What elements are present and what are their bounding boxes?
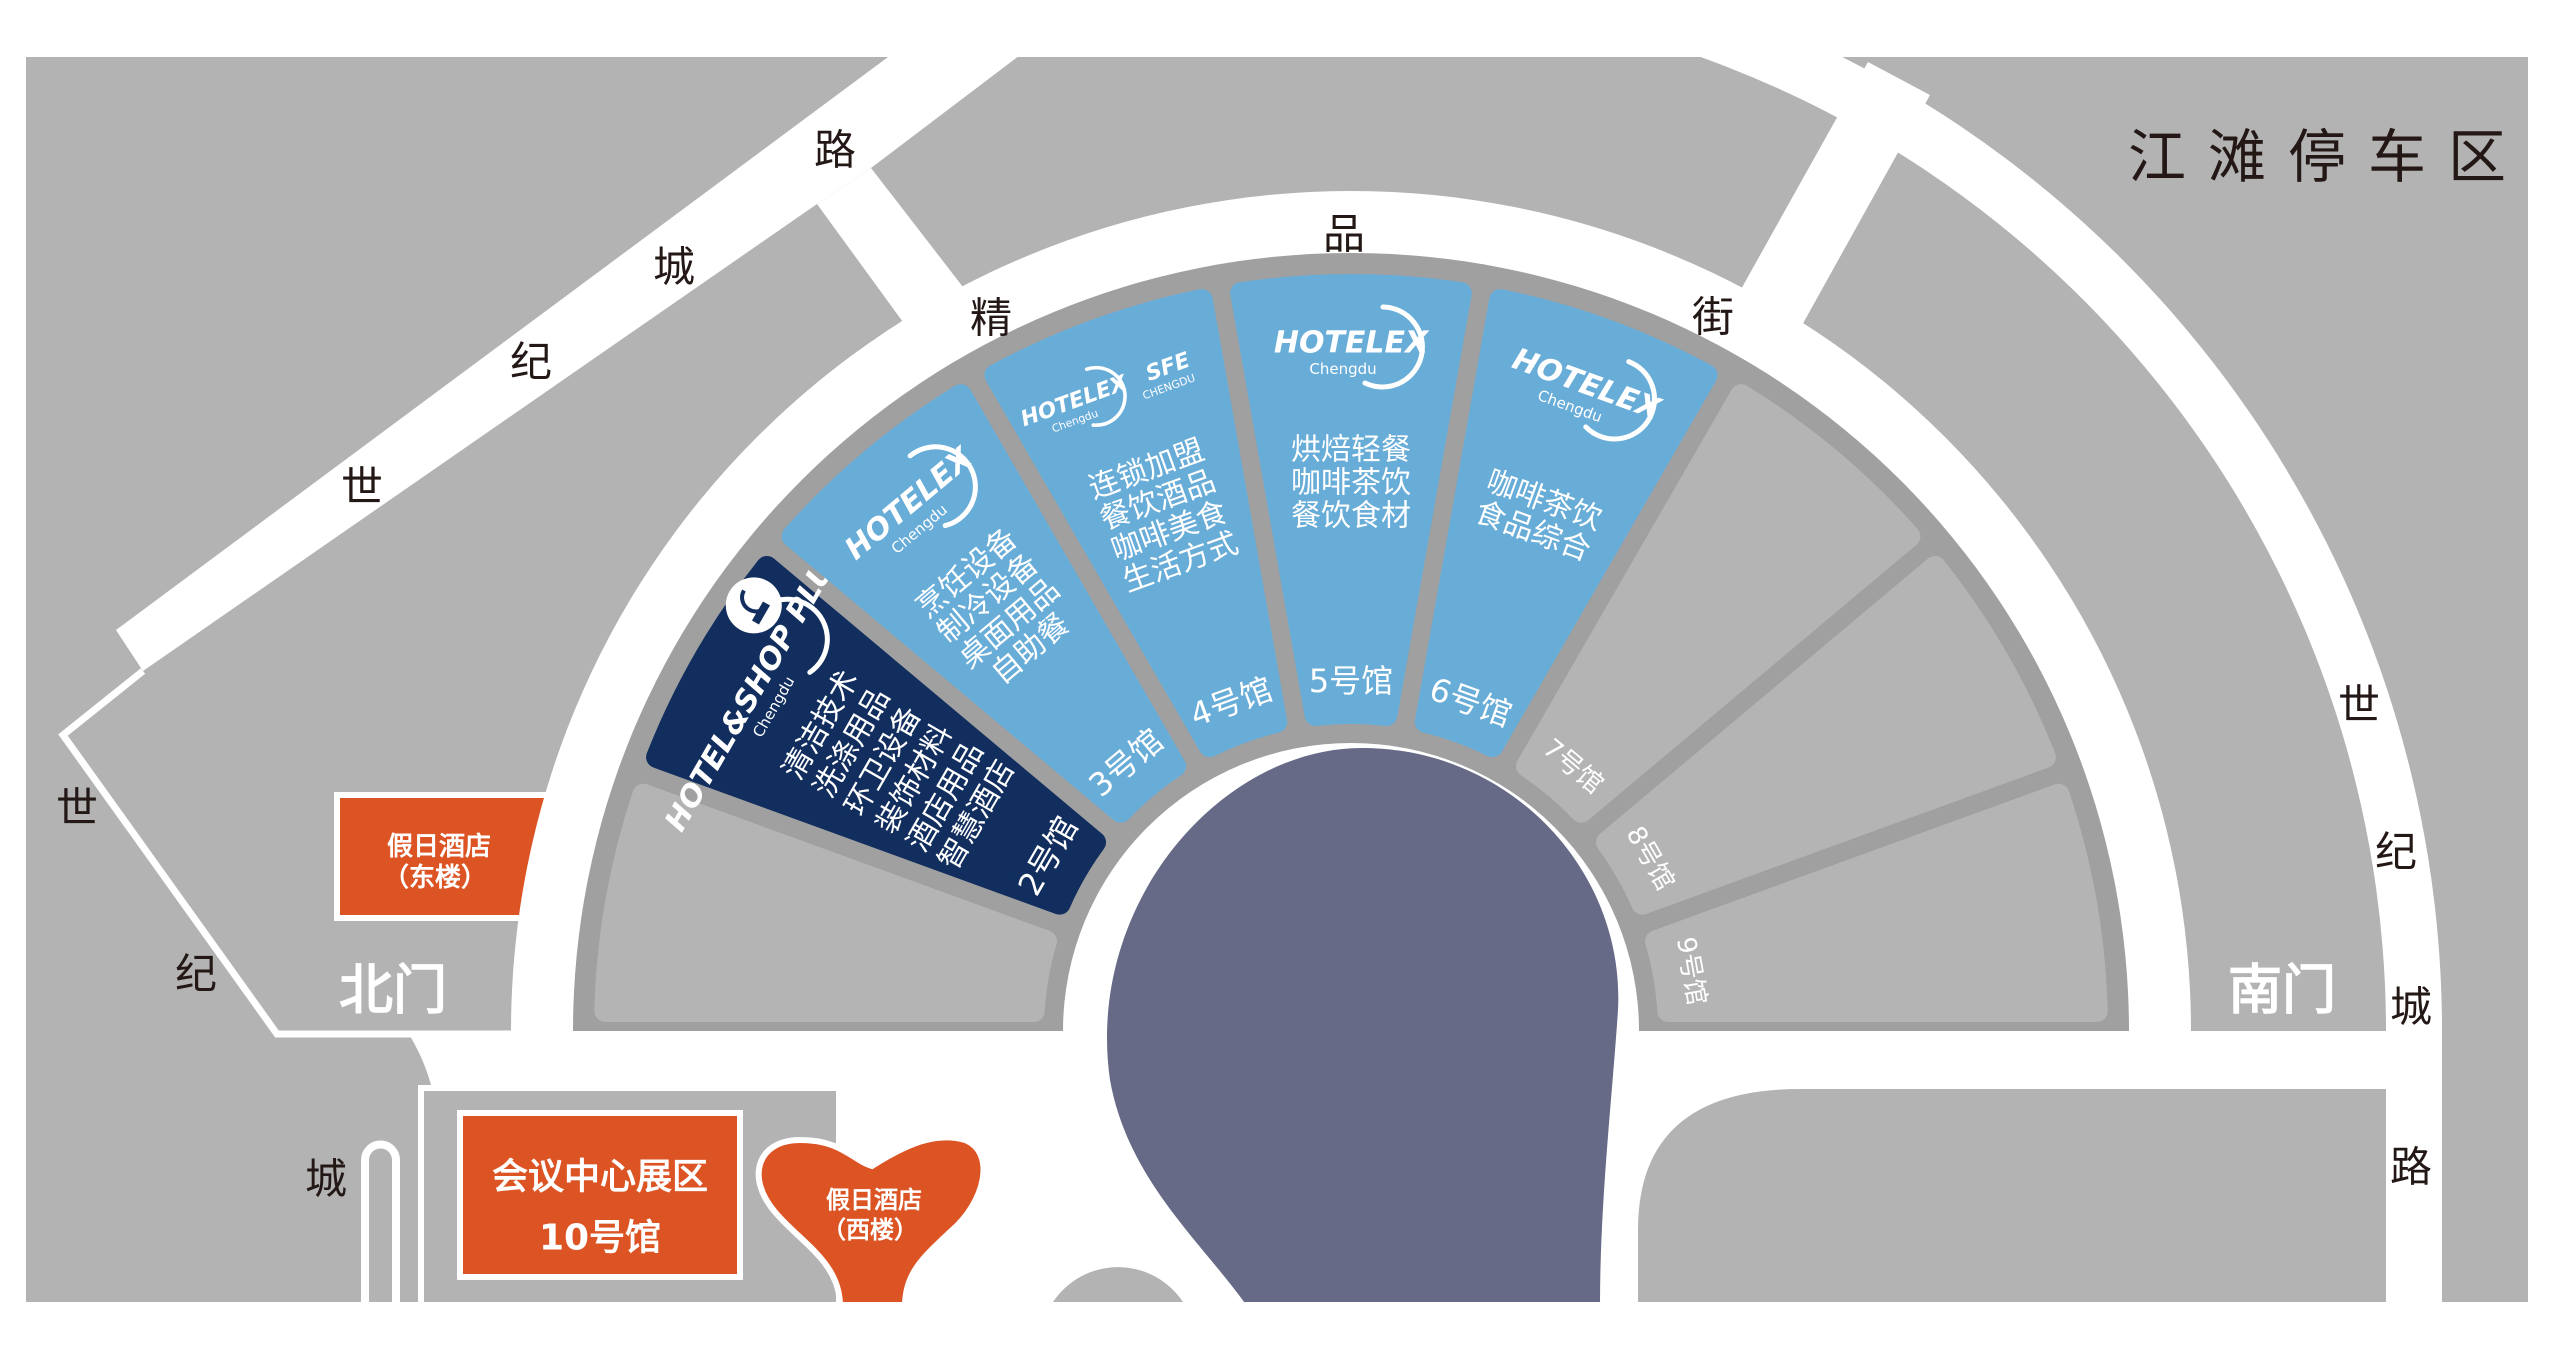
hall-area[interactable] (1515, 384, 1921, 823)
hall-unlabeled[interactable] (594, 783, 1057, 1023)
conference-center-title: 会议中心展区 (492, 1157, 708, 1198)
outer-arc-road (1700, 57, 2442, 1031)
road-upper-left-char-1: 世 (341, 463, 383, 512)
left-block-outline (58, 668, 520, 1038)
street-char-2: 品 (1323, 210, 1365, 259)
hall-area[interactable] (646, 555, 1107, 915)
diagonal-road (116, 57, 1018, 671)
road-upper-left-char-4: 路 (814, 126, 856, 175)
hall-4[interactable]: 4号馆连锁加盟餐饮酒品咖啡美食生活方式HOTELEXChengduSFECHEN… (984, 289, 1288, 758)
hall-area[interactable] (1230, 274, 1472, 726)
hall-category: 餐饮食材 (1291, 499, 1411, 534)
north-gate-label: 北门 (339, 959, 447, 1022)
hotel-west-building[interactable] (755, 1134, 987, 1306)
hall-area[interactable] (1414, 289, 1718, 758)
east-road (2386, 1031, 2442, 1302)
conference-center-hall: 10号馆 (539, 1218, 661, 1259)
north-road (407, 1031, 839, 1089)
hall-category: 咖啡茶饮 (1291, 466, 1411, 501)
road-right-char-2: 纪 (2375, 828, 2417, 877)
crescent-icon (907, 444, 978, 529)
hotel-west-name: 假日酒店 (826, 1186, 922, 1214)
hall-7[interactable]: 7号馆 (1515, 384, 1921, 823)
hall-area[interactable] (1645, 783, 2108, 1023)
road-right-char-1: 世 (2338, 681, 2380, 730)
hotel-east-name: 假日酒店 (387, 832, 491, 862)
hall-area[interactable] (781, 384, 1187, 823)
conference-center[interactable]: 会议中心展区 10号馆 (457, 1110, 743, 1280)
logo-subtext: Chengdu (1309, 360, 1376, 378)
badge-icon (725, 577, 782, 634)
crescent-icon (1583, 359, 1657, 442)
road-left-char-1: 世 (56, 784, 98, 833)
hall-number-label: 5号馆 (1309, 662, 1393, 700)
conference-center-box[interactable] (457, 1110, 743, 1280)
logo-text: HOTELEX (1274, 326, 1430, 361)
south-gate-label: 南门 (2228, 959, 2336, 1022)
road-upper-left-char-3: 城 (653, 243, 695, 292)
hall-8[interactable]: 8号馆 (1595, 555, 2056, 915)
street-char-3: 街 (1692, 293, 1734, 342)
hotel-west[interactable]: 假日酒店 （西楼） (755, 1134, 987, 1306)
hotel-east-wing: （东楼） (383, 862, 487, 893)
bottom-right-block (1638, 1089, 2386, 1302)
hall-9[interactable]: 9号馆 (1645, 783, 2108, 1023)
road-upper-left-char-2: 纪 (510, 338, 552, 387)
road-right-char-4: 路 (2390, 1143, 2432, 1192)
hotel-east[interactable]: 假日酒店 （东楼） (383, 832, 491, 893)
radial-road-east (1735, 62, 1930, 336)
left-service-road (361, 1140, 400, 1302)
dome (1053, 1267, 1183, 1302)
road-left-char-2: 纪 (175, 950, 217, 999)
hall-area[interactable] (1595, 555, 2056, 915)
hotel-east-building (334, 792, 550, 921)
hall-area[interactable] (984, 289, 1288, 758)
parking-area-label: 江滩停车区 (2128, 123, 2528, 191)
hall-category: 烘焙轻餐 (1291, 433, 1411, 468)
hotel-west-wing: （西楼） (822, 1216, 918, 1244)
road-left-char-3: 城 (305, 1155, 347, 1204)
pond (1107, 748, 1619, 1302)
street-char-1: 精 (970, 294, 1012, 343)
crescent-icon (1362, 304, 1425, 390)
road-right-char-3: 城 (2390, 983, 2432, 1032)
crescent-icon (1084, 365, 1127, 427)
